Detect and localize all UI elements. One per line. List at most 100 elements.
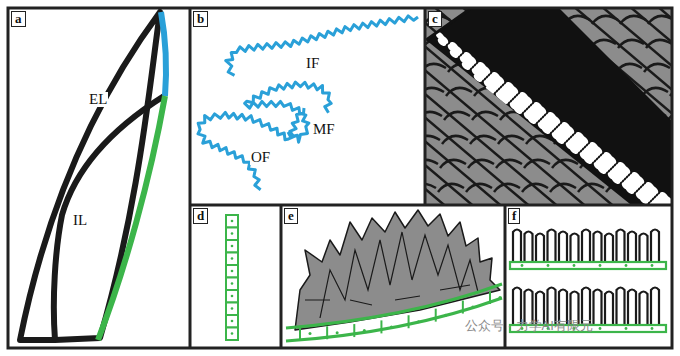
- nucleus: [625, 327, 628, 330]
- hair-loop: [640, 292, 648, 326]
- nucleus: [599, 327, 602, 330]
- nucleus: [521, 264, 524, 267]
- cell-wall: [299, 327, 301, 340]
- cell-void: [634, 174, 646, 185]
- scale-edge: [524, 160, 550, 168]
- hair-loop: [640, 234, 648, 263]
- hair-loop: [525, 232, 533, 263]
- nucleus: [231, 282, 234, 285]
- nucleus: [625, 264, 628, 267]
- scale-edge: [438, 184, 464, 192]
- scale-edge: [646, 40, 671, 48]
- panel-letter: d: [193, 208, 208, 224]
- scale-edge: [494, 184, 520, 192]
- scale-edge: [426, 64, 446, 72]
- cell: [226, 253, 238, 266]
- part-label: MF: [312, 122, 336, 137]
- hair-loop: [651, 288, 659, 326]
- cell-void: [662, 194, 671, 204]
- nucleus: [231, 307, 234, 310]
- scale-edge: [440, 160, 466, 168]
- scale-edge: [496, 160, 522, 168]
- nucleus: [547, 264, 550, 267]
- nucleus: [390, 325, 393, 328]
- scale-edge: [470, 136, 496, 144]
- scale-edge: [642, 88, 668, 96]
- scale-edge: [444, 112, 470, 120]
- nucleus: [231, 295, 234, 298]
- scale-edge: [466, 184, 492, 192]
- panel-letter: f: [508, 208, 520, 224]
- hair-loop: [559, 232, 567, 263]
- cell-void: [578, 134, 590, 145]
- cell-void: [648, 184, 660, 195]
- nucleus: [231, 220, 234, 223]
- part-label: OF: [250, 150, 271, 165]
- cell-void: [620, 164, 632, 175]
- scale-edge: [472, 112, 498, 120]
- nucleus: [231, 245, 234, 248]
- scale-edge: [550, 184, 576, 192]
- part-label: IL: [72, 213, 88, 228]
- fibre-line: [226, 16, 418, 75]
- nucleus: [444, 314, 447, 317]
- fibre-line: [198, 108, 304, 190]
- scale-edge: [426, 88, 444, 96]
- cell-void: [606, 154, 618, 165]
- hair-loop: [594, 232, 602, 263]
- cell: [226, 265, 238, 278]
- cell-void: [592, 144, 604, 155]
- scale-edge: [552, 160, 578, 168]
- scale-edge: [468, 160, 494, 168]
- scale-edge: [426, 112, 442, 120]
- scale-edge: [498, 136, 524, 144]
- nucleus: [417, 320, 420, 323]
- scale-edge: [522, 184, 548, 192]
- hair-loop: [536, 234, 544, 263]
- nucleus: [363, 329, 366, 332]
- part-label: IF: [305, 56, 320, 71]
- scale-edge: [426, 184, 436, 192]
- cell-void: [550, 114, 562, 125]
- cell: [226, 315, 238, 328]
- watermark: 公众号 · 力学AI有限元: [465, 319, 593, 332]
- cell-wall: [380, 320, 382, 333]
- cell: [226, 303, 238, 316]
- panel-letter: c: [428, 11, 442, 27]
- cell: [226, 290, 238, 303]
- scale-edge: [648, 16, 671, 24]
- scale-edge: [644, 64, 670, 72]
- hair-loop: [651, 230, 659, 263]
- hair-loop: [628, 232, 636, 263]
- cell-void: [480, 64, 492, 75]
- nucleus: [599, 264, 602, 267]
- scale-edge: [442, 136, 468, 144]
- cell-wall: [326, 326, 328, 339]
- part-label: EL: [88, 92, 108, 107]
- cell-void: [466, 54, 478, 65]
- cell-wall: [408, 315, 410, 328]
- cell-void: [494, 74, 506, 85]
- hair-loop: [617, 288, 625, 326]
- nucleus: [336, 331, 339, 334]
- hair-loop: [628, 290, 636, 326]
- scale-edge: [446, 88, 472, 96]
- cell-void: [508, 84, 520, 95]
- hair-loop: [605, 234, 613, 263]
- cell-layer: [510, 262, 666, 269]
- cell-void: [536, 104, 548, 115]
- scale-line: [426, 9, 671, 204]
- panel-letter: a: [11, 11, 26, 27]
- hair-loop: [617, 230, 625, 263]
- nucleus: [231, 232, 234, 235]
- cell: [226, 228, 238, 241]
- cell: [226, 278, 238, 291]
- panel-letter: e: [284, 208, 298, 224]
- nucleus: [231, 257, 234, 260]
- hair-loop: [594, 290, 602, 326]
- cell-void: [438, 34, 450, 45]
- hair-loop: [582, 230, 590, 263]
- hair-loop: [571, 234, 579, 263]
- nucleus: [573, 264, 576, 267]
